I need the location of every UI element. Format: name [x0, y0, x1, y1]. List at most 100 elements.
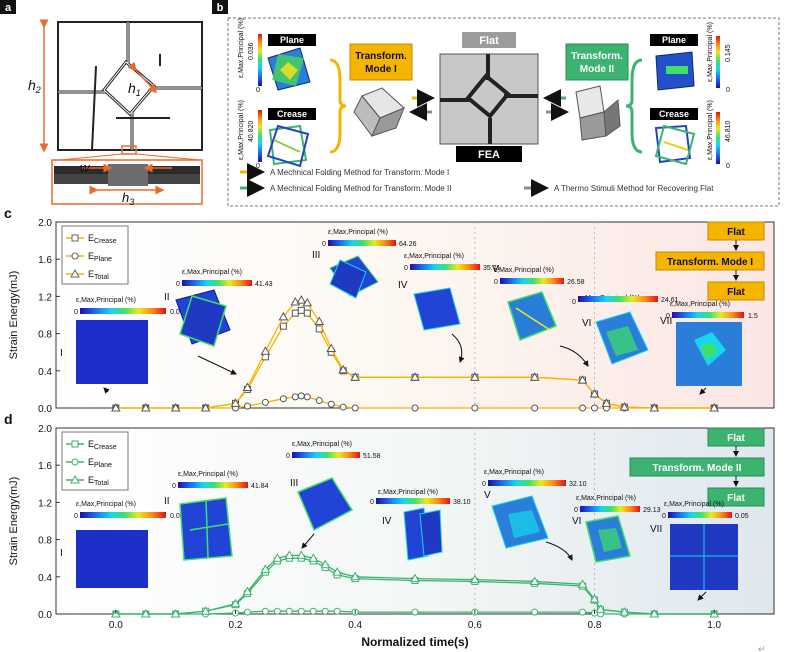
svg-text:II: II	[164, 496, 170, 507]
data-point-e-total	[332, 567, 343, 576]
data-point-e-plane	[285, 607, 293, 615]
data-point-e-total	[302, 297, 313, 307]
panel-c-label: c	[4, 205, 12, 221]
data-point-e-plane	[273, 607, 281, 615]
svg-text:VI: VI	[582, 318, 591, 329]
svg-text:0.036: 0.036	[248, 42, 255, 60]
data-point-e-total	[350, 372, 361, 381]
svg-text:ε,Max,Principal (%): ε,Max,Principal (%)	[178, 471, 238, 478]
svg-text:ε,Max,Principal (%): ε,Max,Principal (%)	[670, 301, 730, 308]
data-point-e-total	[649, 608, 660, 618]
panel-d-flow: Flat Transform. Mode II Flat	[629, 427, 765, 507]
svg-text:ε,Max,Principal (%): ε,Max,Principal (%)	[664, 501, 724, 508]
svg-text:ε,Max,Principal (%): ε,Max,Principal (%)	[238, 18, 245, 78]
svg-text:ε,Max,Principal (%): ε,Max,Principal (%)	[707, 22, 714, 82]
data-point-e-total	[469, 574, 480, 584]
svg-text:Flat: Flat	[727, 433, 745, 444]
svg-text:24.61: 24.61	[661, 297, 679, 304]
data-point-e-total	[170, 608, 181, 618]
data-point-e-total	[595, 604, 606, 613]
svg-text:ε,Max,Principal (%): ε,Max,Principal (%)	[76, 501, 136, 508]
panel-d-stage-v: V ε,Max,Principal (%) 0 32.10	[482, 469, 587, 561]
data-point-e-plane	[579, 404, 587, 412]
svg-text:Flat: Flat	[727, 227, 745, 238]
svg-text:ε,Max,Principal (%): ε,Max,Principal (%)	[484, 469, 544, 476]
svg-text:Flat: Flat	[727, 493, 745, 504]
svg-text:IV: IV	[382, 516, 392, 527]
mode-ii-label-box: Transform. Mode II	[565, 43, 629, 81]
svg-text:h2: h2	[28, 77, 41, 95]
svg-text:0: 0	[494, 279, 498, 286]
data-point-e-crease	[303, 309, 311, 317]
panel-a-label: a	[5, 2, 12, 14]
data-point-e-total	[410, 573, 420, 583]
svg-text:A Thermo Stimuli Method for Re: A Thermo Stimuli Method for Recovering F…	[554, 184, 714, 193]
data-point-e-total	[577, 375, 588, 384]
svg-text:0.00: 0.00	[170, 309, 184, 316]
svg-text:ETotal: ETotal	[88, 475, 109, 487]
data-point-e-total	[242, 382, 253, 392]
svg-text:0.00: 0.00	[170, 513, 184, 520]
y-tick-label: 0.4	[38, 367, 52, 378]
x-tick-label: 0.2	[229, 620, 243, 631]
svg-text:Transform. Mode I: Transform. Mode I	[667, 257, 753, 268]
y-tick-label: 0.4	[38, 573, 52, 584]
data-point-e-total	[230, 598, 241, 608]
svg-text:ε,Max,Principal (%): ε,Max,Principal (%)	[238, 100, 245, 160]
data-point-e-plane	[471, 404, 479, 412]
svg-text:Transform.: Transform.	[355, 51, 407, 62]
data-point-e-total	[260, 564, 271, 573]
data-point-e-total	[110, 402, 121, 412]
h2-sub: 2	[35, 85, 41, 95]
panel-c-stage-vi: VI ε,Max,Principal (%) 0 24.61	[572, 295, 679, 365]
y-tick-label: 2.0	[38, 218, 52, 229]
panel-c-stage-i: I ε,Max,Principal (%) 0 0.00	[60, 297, 184, 394]
mode-ii-folded-model	[575, 85, 621, 141]
y-tick-label: 0.8	[38, 536, 52, 547]
panel-a-label-box	[0, 0, 16, 14]
svg-text:0: 0	[482, 481, 486, 488]
panel-c: c Strain Energy(mJ) 0.00.40.81.21.62.0 E…	[4, 205, 775, 415]
h3-sub: 3	[129, 197, 134, 207]
svg-text:41.84: 41.84	[251, 483, 269, 490]
svg-text:VII: VII	[650, 524, 662, 535]
svg-text:0: 0	[404, 265, 408, 272]
svg-text:32.10: 32.10	[569, 481, 587, 488]
panel-d-stage-iv: IV ε,Max,Principal (%) 0 38.10	[370, 489, 471, 561]
panel-c-ylabel: Strain Energy(mJ)	[8, 271, 20, 360]
left-plane-label: Plane	[280, 35, 304, 45]
x-tick-label: 0.0	[109, 620, 123, 631]
svg-text:ε,Max,Principal (%): ε,Max,Principal (%)	[292, 441, 352, 448]
svg-text:0: 0	[662, 513, 666, 520]
svg-text:Flat: Flat	[727, 287, 745, 298]
data-point-e-total	[469, 372, 480, 381]
panel-c-series	[110, 222, 720, 412]
panel-d: d Strain Energy(mJ) 0.00.40.81.21.62.0 0…	[4, 411, 775, 649]
svg-text:1.5: 1.5	[748, 313, 758, 320]
panel-b-legend: A Mechnical Folding Method for Transform…	[240, 163, 714, 197]
flat-center-model: Flat FEA	[439, 32, 539, 162]
data-point-e-plane	[303, 393, 311, 401]
y-tick-label: 1.2	[38, 292, 52, 303]
data-point-e-crease	[297, 306, 305, 314]
svg-text:Mode I: Mode I	[365, 64, 397, 75]
svg-text:0: 0	[572, 299, 576, 306]
panel-d-stage-i: I ε,Max,Principal (%) 0 0.00	[60, 501, 184, 588]
left-bracket	[329, 58, 347, 154]
svg-text:ETotal: ETotal	[88, 269, 109, 281]
data-point-e-plane	[279, 395, 287, 403]
y-tick-label: 1.6	[38, 461, 52, 472]
svg-text:ε,Max,Principal (%): ε,Max,Principal (%)	[182, 269, 242, 276]
data-point-e-plane	[591, 404, 598, 412]
right-crease-inset: Crease ε,Max,Principal (%) 46.810 0	[650, 100, 732, 170]
svg-text:V: V	[484, 490, 491, 501]
data-point-e-plane	[261, 398, 269, 406]
y-tick-label: 1.2	[38, 498, 52, 509]
data-point-e-plane	[531, 404, 539, 412]
data-point-e-total	[284, 550, 295, 559]
y-tick-label: 0.0	[38, 610, 52, 621]
data-point-e-plane	[243, 608, 251, 616]
svg-text:0: 0	[74, 309, 78, 316]
data-point-e-total	[140, 608, 151, 618]
